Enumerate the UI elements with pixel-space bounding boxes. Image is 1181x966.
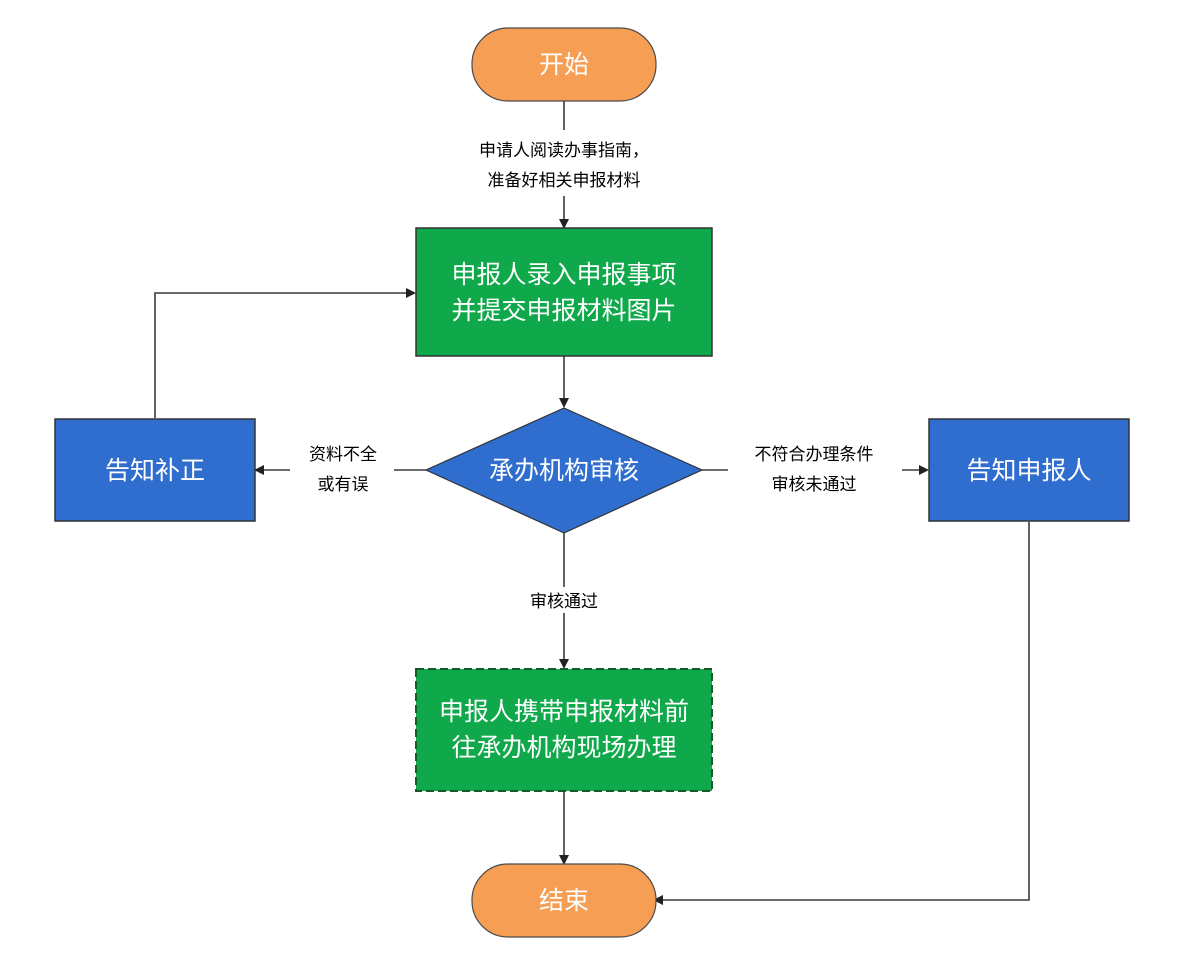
notify-process (928, 418, 1130, 522)
submit-label-line2: 并提交申报材料图片 (451, 296, 676, 325)
submit-label-line1: 申报人录入申报事项 (451, 260, 676, 289)
edge-label-not-qualified-line2: 审核未通过 (772, 475, 857, 495)
arrow-notify-to-end (653, 522, 1030, 905)
review-label: 承办机构审核 (489, 456, 639, 485)
onsite-process (415, 668, 713, 792)
end-label: 结束 (539, 886, 589, 915)
arrow-correct-to-submit (154, 288, 416, 418)
edge-label-not-qualified-line1: 不符合办理条件 (755, 445, 874, 465)
edge-label-incomplete-line1: 资料不全 (309, 445, 377, 465)
onsite-label-line2: 往承办机构现场办理 (451, 733, 676, 762)
review-decision (424, 407, 704, 534)
start-terminal (471, 27, 657, 102)
correct-label: 告知补正 (105, 456, 205, 485)
submit-process (415, 227, 713, 357)
onsite-label-line1: 申报人携带申报材料前 (439, 697, 689, 726)
edge-label-start-to-submit-line2: 准备好相关申报材料 (488, 171, 641, 191)
notify-label: 告知申报人 (966, 456, 1091, 485)
correct-process (54, 418, 256, 522)
edge-label-incomplete-line2: 或有误 (318, 475, 369, 495)
start-label: 开始 (539, 50, 589, 79)
edge-label-start-to-submit-line1: 申请人阅读办事指南， (479, 141, 649, 161)
end-terminal (471, 863, 657, 938)
edge-label-approved: 审核通过 (530, 592, 598, 612)
